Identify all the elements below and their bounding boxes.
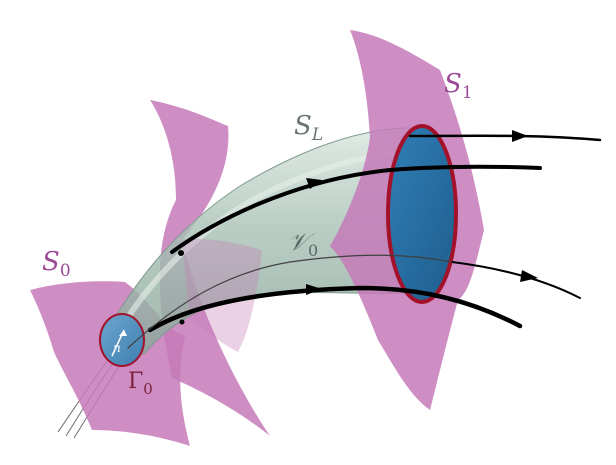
- normal-vector-arrow: [111, 329, 127, 357]
- label-s0: S0: [42, 247, 71, 281]
- label-s1: S1: [444, 69, 473, 103]
- flow-arrowheads: [178, 130, 538, 325]
- label-gamma0: Γ0: [128, 369, 153, 398]
- flow-line-top: [408, 134, 602, 142]
- label-normal-n: n: [113, 341, 121, 355]
- arrowhead-top: [512, 130, 528, 142]
- flow-lines: [127, 134, 602, 349]
- arrowhead-lower-right: [520, 270, 538, 282]
- flow-line-lower-thin: [451, 261, 581, 299]
- inlet-cross-section: [99, 313, 145, 367]
- arrowhead-upper: [306, 178, 322, 189]
- outlet-cross-section: [386, 124, 458, 304]
- arrowhead-bottom: [306, 284, 322, 295]
- marker-upper-left: [178, 250, 184, 256]
- surface-mid-sheet: [182, 238, 262, 352]
- label-sl: SL: [294, 111, 323, 145]
- flow-line-inner: [127, 254, 453, 349]
- flow-line-bottom-thick: [147, 285, 523, 333]
- flow-line-upper-thick: [170, 164, 542, 254]
- marker-bottom-left: [179, 319, 185, 325]
